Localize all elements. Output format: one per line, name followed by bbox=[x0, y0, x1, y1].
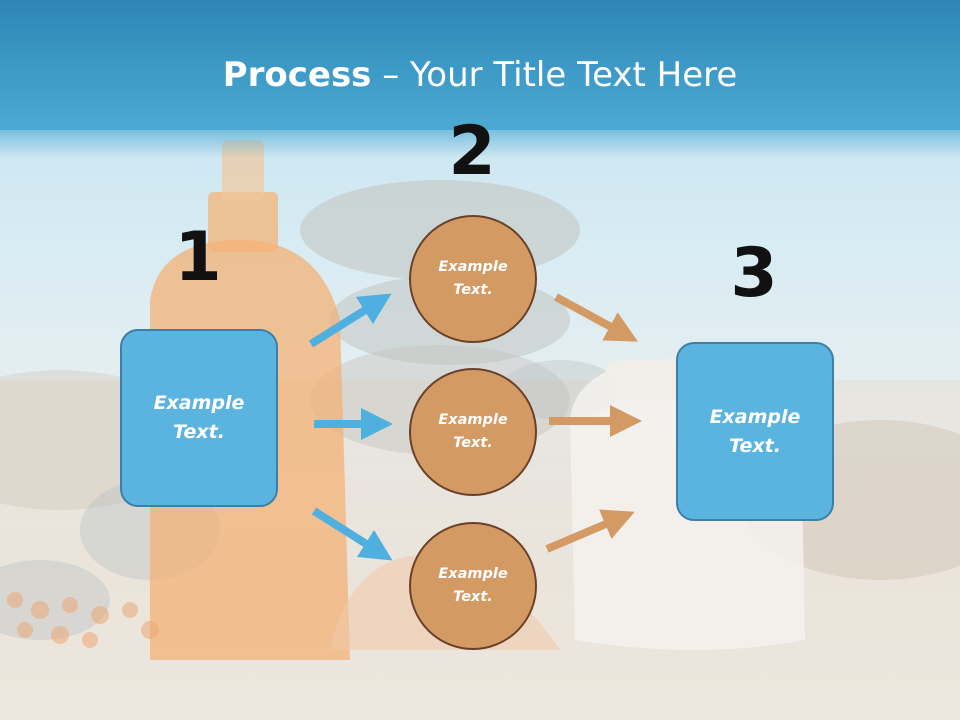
title-rest: – Your Title Text Here bbox=[371, 55, 738, 95]
title-bar bbox=[0, 0, 960, 130]
step-2-circle-3-text: Example Text. bbox=[438, 566, 508, 605]
step-3-number: 3 bbox=[730, 234, 778, 313]
step-1-number: 1 bbox=[174, 218, 222, 297]
step-2-circle-1-text: Example Text. bbox=[438, 259, 508, 298]
title-bar-fade bbox=[0, 118, 960, 158]
arrow-1-to-2a bbox=[308, 293, 392, 348]
arrow-1-to-2c bbox=[311, 507, 393, 561]
arrow-2a-to-3 bbox=[554, 293, 639, 342]
step-3-box: Example Text. bbox=[676, 342, 834, 521]
step-3-text: Example Text. bbox=[709, 405, 801, 457]
step-2-number: 2 bbox=[448, 112, 496, 191]
slide-title: Process – Your Title Text Here bbox=[0, 52, 960, 98]
arrow-2c-to-3 bbox=[545, 509, 635, 553]
step-1-text: Example Text. bbox=[153, 392, 245, 443]
step-1-box: Example Text. bbox=[120, 329, 278, 507]
title-bold: Process bbox=[222, 55, 372, 95]
step-2-circle-1: Example Text. bbox=[409, 215, 537, 343]
step-2-circle-2-text: Example Text. bbox=[438, 412, 508, 451]
step-2-circle-3: Example Text. bbox=[409, 522, 537, 650]
step-2-circle-2: Example Text. bbox=[409, 368, 537, 496]
